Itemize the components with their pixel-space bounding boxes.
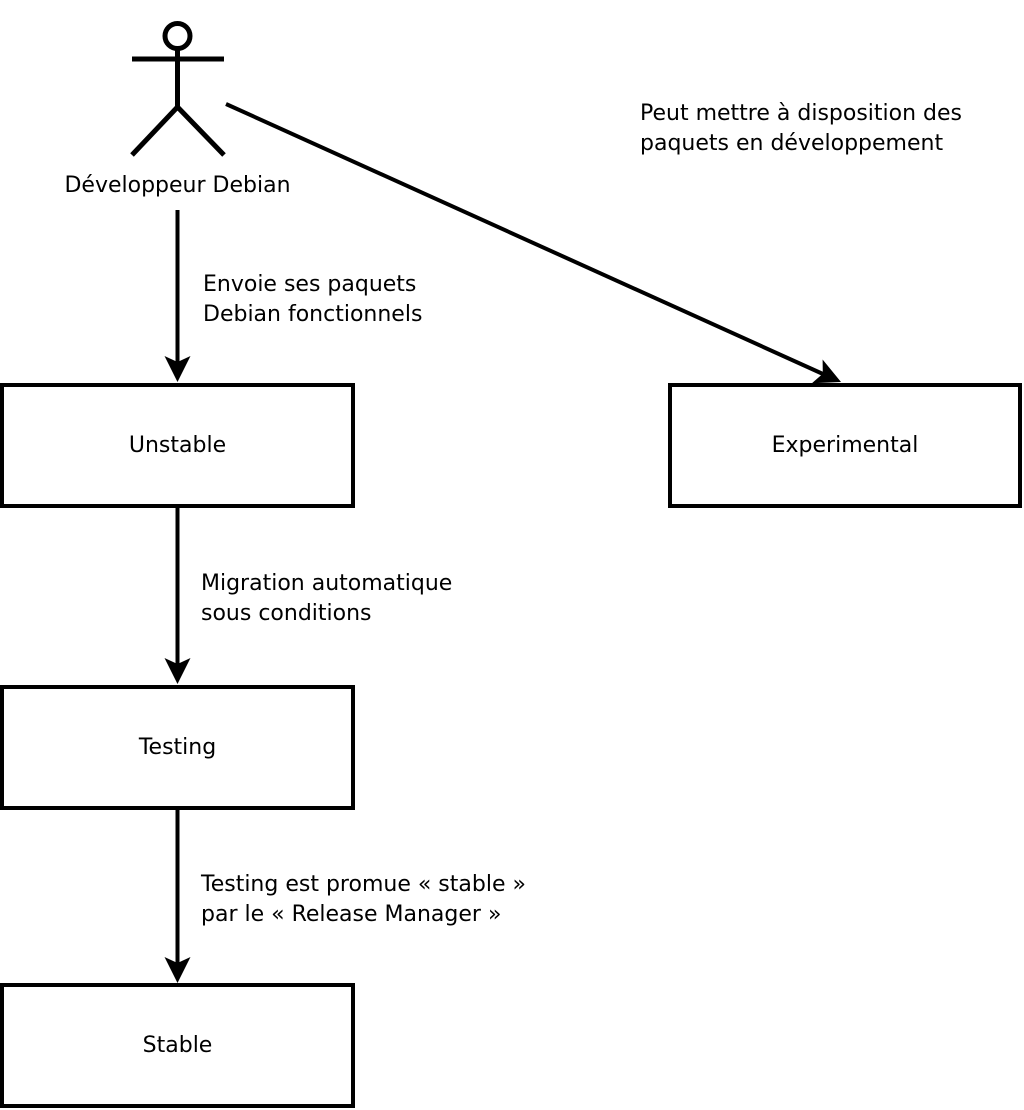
actor-label: Développeur Debian	[64, 173, 291, 198]
box-unstable-label: Unstable	[128, 433, 227, 458]
edge-label-dev-to-unstable: Envoie ses paquets Debian fonctionnels	[203, 270, 422, 330]
edge-label-line: par le « Release Manager »	[201, 902, 502, 927]
arrow-dev-to-unstable	[164, 210, 191, 382]
box-experimental-label: Experimental	[771, 433, 919, 458]
box-stable-label: Stable	[142, 1033, 213, 1058]
arrow-testing-to-stable	[164, 810, 191, 983]
arrow-dev-to-experimental-line	[225, 102, 824, 376]
box-unstable: Unstable	[0, 383, 355, 508]
actor-leg-right	[175, 105, 226, 157]
arrowhead-down-icon	[164, 356, 191, 382]
box-testing: Testing	[0, 685, 355, 810]
arrowhead-down-icon	[164, 658, 191, 684]
edge-label-line: Envoie ses paquets	[203, 272, 417, 297]
edge-label-unstable-to-testing: Migration automatique sous conditions	[201, 569, 452, 629]
box-experimental: Experimental	[668, 383, 1022, 508]
edge-label-line: Testing est promue « stable »	[201, 872, 526, 897]
edge-label-line: sous conditions	[201, 601, 372, 626]
arrow-dev-to-experimental	[225, 102, 841, 384]
stick-figure-icon	[130, 21, 226, 157]
actor-head	[162, 21, 193, 51]
arrowhead-diagonal-icon	[811, 359, 841, 384]
box-testing-label: Testing	[138, 735, 217, 760]
edge-label-line: paquets en développement	[640, 131, 944, 156]
edge-label-line: Peut mettre à disposition des	[640, 101, 962, 126]
arrowhead-down-icon	[164, 957, 191, 983]
arrow-unstable-to-testing	[164, 508, 191, 684]
edge-label-line: Migration automatique	[201, 571, 453, 596]
edge-label-line: Debian fonctionnels	[203, 302, 423, 327]
edge-label-dev-to-experimental: Peut mettre à disposition des paquets en…	[640, 99, 962, 159]
actor-leg-left	[130, 105, 180, 157]
edge-label-testing-to-stable: Testing est promue « stable » par le « R…	[201, 870, 526, 930]
box-stable: Stable	[0, 983, 355, 1108]
